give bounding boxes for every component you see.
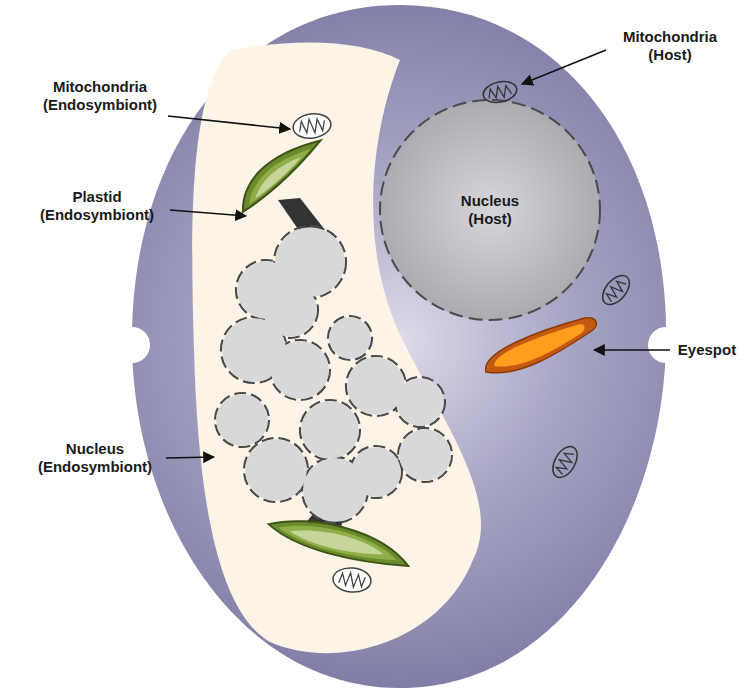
leader-arrow <box>166 457 214 458</box>
leader-arrow <box>170 210 246 216</box>
plastid <box>229 140 334 212</box>
host-nucleus <box>380 100 600 320</box>
callout-label: Mitochondria (Endosymbiont) <box>30 78 170 114</box>
nucleus-region: Nucleus (Host) <box>439 186 541 234</box>
node-label: Nucleus (Host) <box>445 192 535 228</box>
eyespot <box>486 318 597 373</box>
mitochondrion-host <box>481 79 518 106</box>
mitochondrion-host <box>548 442 582 481</box>
callout-label: Nucleus (Endosymbiont) <box>22 440 168 476</box>
mitochondrion-endosymbiont <box>332 566 372 593</box>
endosymbiont-nucleus <box>215 226 452 523</box>
leader-arrow <box>594 349 670 351</box>
cell-notch <box>114 327 150 363</box>
callout-label: Mitochondria (Host) <box>610 28 730 64</box>
mitochondrion-endosymbiont <box>292 111 333 140</box>
plastid <box>265 516 412 568</box>
mitochondrion-host <box>597 271 634 310</box>
leader-arrow <box>522 50 606 84</box>
leader-arrow <box>168 116 290 129</box>
callout-label: Eyespot <box>676 341 738 359</box>
callout-label: Plastid (Endosymbiont) <box>22 188 172 224</box>
cell-body <box>132 5 666 688</box>
